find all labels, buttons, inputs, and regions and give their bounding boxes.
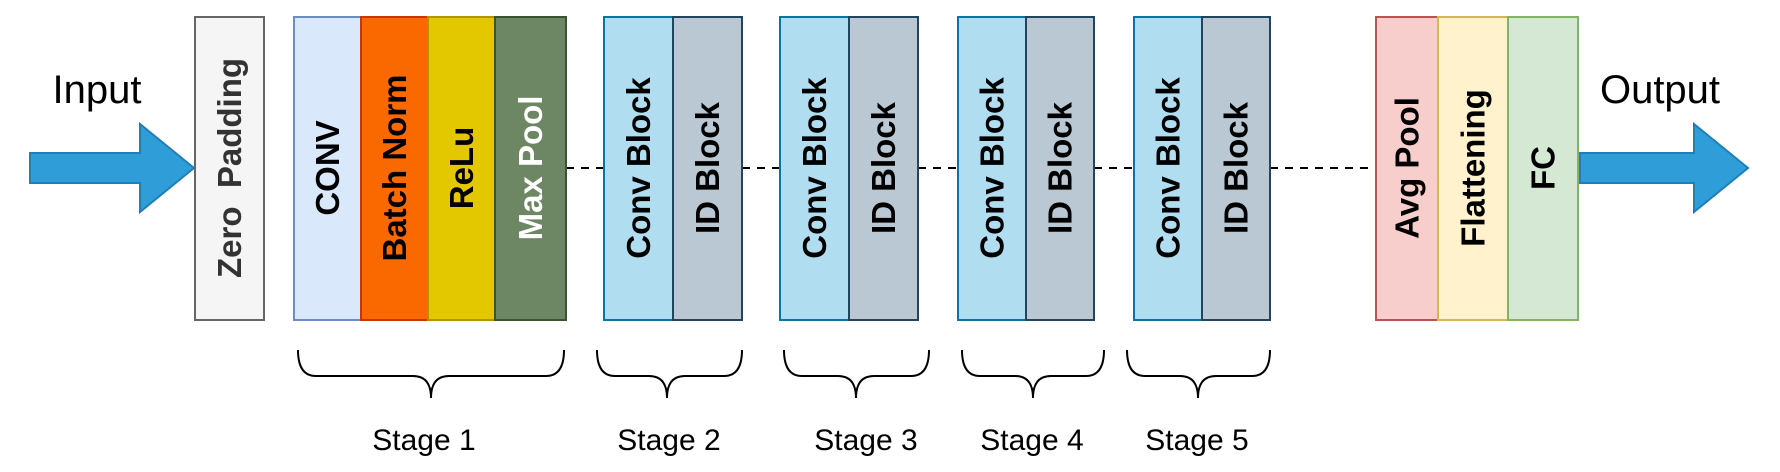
stage3-id-block: ID Block (848, 16, 919, 321)
stage4-brace (961, 349, 1105, 399)
stage4-conv-block: Conv Block (957, 16, 1027, 321)
zero-padding-label: Zero Padding (211, 58, 248, 278)
stage3-id-block-label: ID Block (865, 101, 902, 234)
stage5-id-block-label: ID Block (1218, 101, 1255, 234)
conv-block: CONV (293, 16, 362, 321)
stage2-id-block-label: ID Block (689, 101, 726, 234)
stage2-brace (596, 349, 743, 399)
max-pool-label: Max Pool (512, 96, 549, 241)
stage1-brace (297, 349, 565, 399)
fc-block: FC (1507, 16, 1579, 321)
stage5-conv-block: Conv Block (1133, 16, 1203, 321)
stage-braces (297, 349, 1271, 399)
stage5-conv-block-label: Conv Block (1150, 77, 1187, 259)
stage2-id-block: ID Block (672, 16, 743, 321)
stage4-conv-block-label: Conv Block (974, 77, 1011, 259)
fc-label: FC (1525, 146, 1562, 190)
relu-block: ReLu (427, 16, 496, 321)
input-arrow (29, 121, 196, 215)
avg-pool-block: Avg Pool (1375, 16, 1439, 321)
conv-label: CONV (309, 120, 346, 215)
stage4-id-block-label: ID Block (1042, 101, 1079, 234)
relu-label: ReLu (443, 127, 480, 210)
stage1-label: Stage 1 (372, 424, 475, 457)
stage3-brace (783, 349, 930, 399)
stage3-conv-block: Conv Block (779, 16, 850, 321)
stage5-id-block: ID Block (1201, 16, 1271, 321)
output-label: Output (1600, 68, 1720, 112)
stage2-conv-block-label: Conv Block (620, 77, 657, 259)
flattening-label: Flattening (1455, 89, 1492, 247)
avg-pool-label: Avg Pool (1389, 97, 1426, 239)
stage5-brace (1126, 349, 1271, 399)
stage5-label: Stage 5 (1145, 424, 1248, 457)
output-arrow (1579, 121, 1750, 215)
batch-norm-block: Batch Norm (360, 16, 429, 321)
stage4-label: Stage 4 (980, 424, 1083, 457)
stage3-conv-block-label: Conv Block (796, 77, 833, 259)
batch-norm-label: Batch Norm (376, 74, 413, 261)
flattening-block: Flattening (1437, 16, 1509, 321)
stage3-label: Stage 3 (814, 424, 917, 457)
stage2-label: Stage 2 (617, 424, 720, 457)
stage2-conv-block: Conv Block (603, 16, 674, 321)
max-pool-block: Max Pool (494, 16, 567, 321)
zero-padding-block: Zero Padding (194, 16, 265, 321)
input-label: Input (53, 68, 142, 112)
stage4-id-block: ID Block (1025, 16, 1095, 321)
